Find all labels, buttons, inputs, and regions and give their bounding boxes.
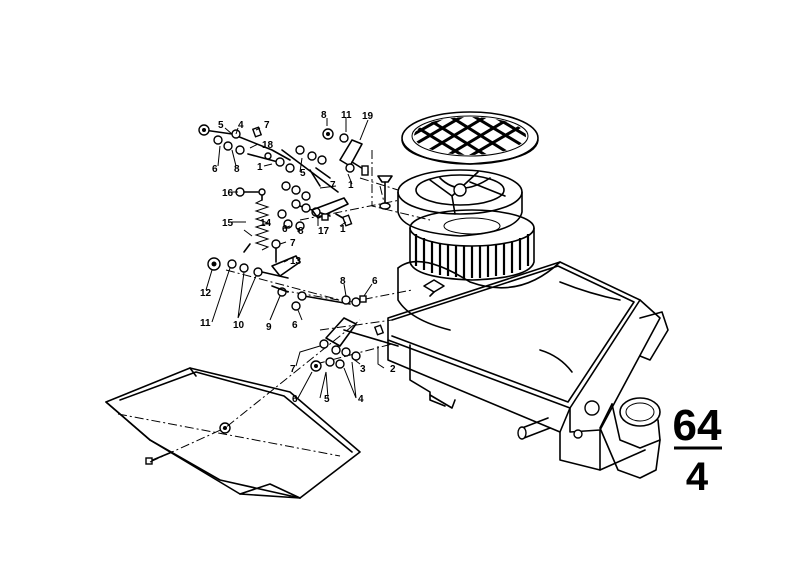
cover-plate [105, 367, 361, 499]
callout-19: 19 [362, 111, 374, 122]
callout-10: 10 [233, 320, 245, 331]
callout-labels: 8 11 19 5 4 7 18 6 8 1 5 1 7 16 15 14 6 … [200, 110, 396, 405]
callout-6: 6 [292, 320, 298, 331]
callout-15: 15 [222, 218, 234, 229]
callout-7: 7 [290, 364, 296, 375]
callout-6: 6 [282, 224, 288, 235]
callout-6: 6 [212, 164, 218, 175]
callout-17: 17 [318, 226, 330, 237]
callout-14: 14 [260, 218, 272, 229]
grille-cover [401, 111, 539, 165]
callout-11: 11 [341, 110, 352, 121]
callout-1: 1 [257, 162, 263, 173]
callout-5: 5 [300, 168, 306, 179]
callout-8: 8 [298, 226, 304, 237]
group-number: 64 4 [673, 401, 722, 499]
spring [243, 188, 270, 253]
callout-8: 8 [340, 276, 346, 287]
callout-4: 4 [358, 394, 364, 405]
callout-9: 9 [266, 322, 272, 333]
callout-3: 3 [360, 364, 366, 375]
callout-8: 8 [321, 110, 327, 121]
callout-12: 12 [200, 288, 212, 299]
callout-leaders [205, 118, 385, 399]
callout-1: 1 [348, 180, 354, 191]
callout-2: 2 [390, 364, 396, 375]
heater-housing [387, 260, 669, 479]
blower-ring [397, 169, 523, 237]
callout-18: 18 [262, 140, 274, 151]
group-number-bottom: 4 [686, 455, 709, 499]
callout-13: 13 [290, 256, 302, 267]
callout-8: 8 [234, 164, 240, 175]
control-linkage [198, 124, 399, 372]
fan-wheel [409, 209, 535, 281]
callout-4: 4 [238, 120, 244, 131]
assembly-lines [117, 150, 431, 463]
callout-1: 1 [340, 224, 346, 235]
callout-6: 6 [292, 394, 298, 405]
callout-6: 6 [372, 276, 378, 287]
callout-5: 5 [218, 120, 224, 131]
callout-16: 16 [222, 188, 234, 199]
callout-7: 7 [290, 238, 296, 249]
callout-7: 7 [330, 180, 336, 191]
callout-11: 11 [200, 318, 211, 329]
callout-5: 5 [324, 394, 330, 405]
callout-7: 7 [264, 120, 270, 131]
group-number-top: 64 [673, 401, 722, 450]
